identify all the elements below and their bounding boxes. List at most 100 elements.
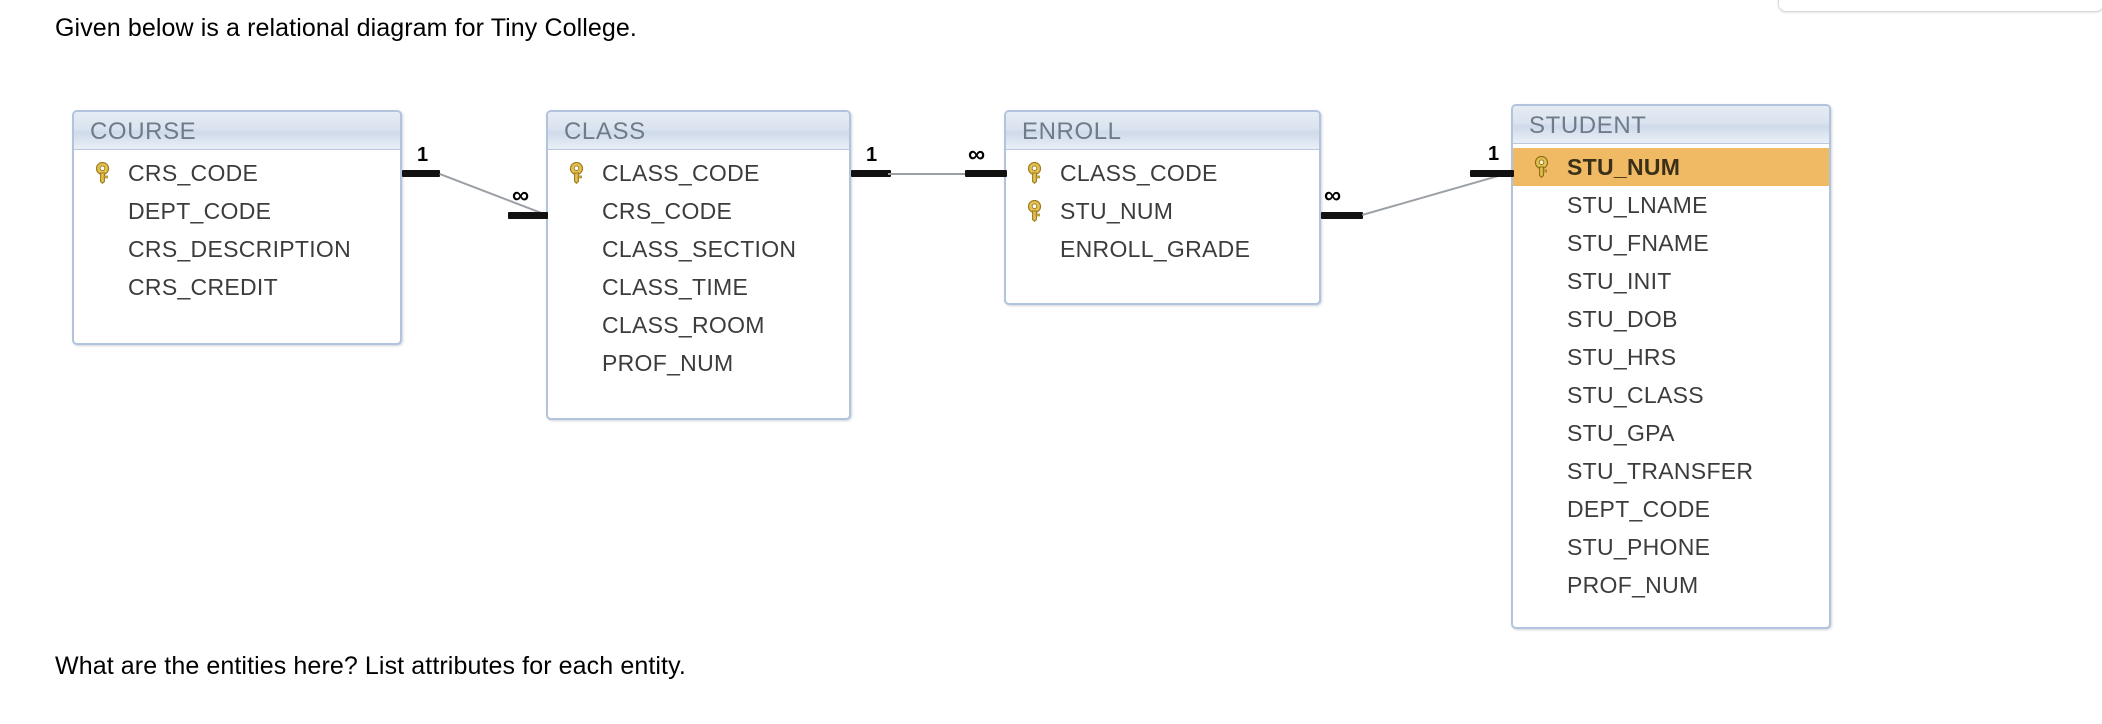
attribute-row[interactable]: STU_NUM <box>1006 192 1319 230</box>
no-key-spacer <box>1533 192 1567 218</box>
attribute-row-selected[interactable]: STU_NUM <box>1513 148 1829 186</box>
attribute-row[interactable]: STU_LNAME <box>1513 186 1829 224</box>
relationship-stub-student-one <box>1470 170 1514 177</box>
no-key-spacer <box>1533 344 1567 370</box>
no-key-spacer <box>1026 236 1060 262</box>
intro-text: Given below is a relational diagram for … <box>55 14 637 42</box>
primary-key-icon <box>568 160 602 186</box>
relationship-line-course-class[interactable] <box>439 173 545 216</box>
attribute-row[interactable]: STU_PHONE <box>1513 528 1829 566</box>
attribute-row[interactable]: STU_GPA <box>1513 414 1829 452</box>
attribute-label: CLASS_ROOM <box>602 311 765 338</box>
no-key-spacer <box>94 236 128 262</box>
attribute-label: CLASS_SECTION <box>602 235 797 262</box>
no-key-spacer <box>1533 382 1567 408</box>
attribute-label: STU_DOB <box>1567 305 1678 332</box>
relationship-stub-enroll-many <box>965 170 1007 177</box>
no-key-spacer <box>1533 534 1567 560</box>
cardinality-label-class-one: 1 <box>866 144 878 166</box>
attribute-label: STU_FNAME <box>1567 229 1709 256</box>
attribute-label: CRS_CREDIT <box>128 273 278 300</box>
entity-enroll-title: ENROLL <box>1006 112 1319 150</box>
attribute-row[interactable]: STU_TRANSFER <box>1513 452 1829 490</box>
no-key-spacer <box>568 350 602 376</box>
attribute-label: STU_PHONE <box>1567 533 1711 560</box>
relationship-line-class-enroll[interactable] <box>888 173 972 175</box>
attribute-row[interactable]: PROF_NUM <box>548 344 849 382</box>
primary-key-icon <box>1533 154 1567 180</box>
attribute-label: STU_NUM <box>1567 153 1681 180</box>
entity-class[interactable]: CLASS CLASS_CODE CRS_CODE <box>546 110 851 420</box>
attribute-label: STU_LNAME <box>1567 191 1708 218</box>
attribute-row[interactable]: CLASS_ROOM <box>548 306 849 344</box>
relationship-line-enroll-student[interactable] <box>1362 172 1509 216</box>
attribute-row[interactable]: CRS_CREDIT <box>74 268 400 306</box>
attribute-row[interactable]: CLASS_CODE <box>548 154 849 192</box>
no-key-spacer <box>568 312 602 338</box>
relationship-stub-class-one <box>851 170 891 177</box>
no-key-spacer <box>1533 420 1567 446</box>
no-key-spacer <box>1533 572 1567 598</box>
no-key-spacer <box>1533 306 1567 332</box>
entity-class-title: CLASS <box>548 112 849 150</box>
attribute-row[interactable]: CLASS_CODE <box>1006 154 1319 192</box>
no-key-spacer <box>568 236 602 262</box>
no-key-spacer <box>568 198 602 224</box>
relationship-stub-course <box>402 170 440 177</box>
attribute-label: STU_CLASS <box>1567 381 1704 408</box>
attribute-label: DEPT_CODE <box>1567 495 1711 522</box>
primary-key-icon <box>1026 198 1060 224</box>
entity-student-attributes: STU_NUM STU_LNAME STU_FNAME STU_INIT STU… <box>1513 144 1829 604</box>
attribute-row[interactable]: DEPT_CODE <box>74 192 400 230</box>
entity-student-title: STUDENT <box>1513 106 1829 144</box>
entity-course[interactable]: COURSE CRS_CODE DEPT_CODE <box>72 110 402 345</box>
entity-enroll[interactable]: ENROLL CLASS_CODE <box>1004 110 1321 305</box>
entity-student[interactable]: STUDENT STU_NUM STU_LNAME <box>1511 104 1831 629</box>
attribute-label: STU_INIT <box>1567 267 1672 294</box>
attribute-row[interactable]: DEPT_CODE <box>1513 490 1829 528</box>
attribute-label: CLASS_CODE <box>602 159 760 186</box>
attribute-label: PROF_NUM <box>1567 571 1699 598</box>
attribute-row[interactable]: ENROLL_GRADE <box>1006 230 1319 268</box>
attribute-row[interactable]: CLASS_SECTION <box>548 230 849 268</box>
attribute-row[interactable]: STU_CLASS <box>1513 376 1829 414</box>
attribute-row[interactable]: STU_HRS <box>1513 338 1829 376</box>
relationship-stub-class-many <box>508 212 548 219</box>
no-key-spacer <box>1533 230 1567 256</box>
attribute-label: DEPT_CODE <box>128 197 272 224</box>
attribute-row[interactable]: PROF_NUM <box>1513 566 1829 604</box>
attribute-label: CRS_CODE <box>602 197 733 224</box>
attribute-label: STU_TRANSFER <box>1567 457 1754 484</box>
attribute-row[interactable]: CRS_CODE <box>548 192 849 230</box>
no-key-spacer <box>1533 268 1567 294</box>
attribute-label: STU_HRS <box>1567 343 1677 370</box>
entity-course-attributes: CRS_CODE DEPT_CODE CRS_DESCRIPTION CRS_C… <box>74 150 400 306</box>
primary-key-icon <box>94 160 128 186</box>
attribute-label: STU_NUM <box>1060 197 1174 224</box>
attribute-row[interactable]: STU_INIT <box>1513 262 1829 300</box>
partial-toolbar-chrome <box>1778 0 2102 12</box>
relationship-stub-enroll-many2 <box>1321 212 1363 219</box>
attribute-label: ENROLL_GRADE <box>1060 235 1251 262</box>
outro-text: What are the entities here? List attribu… <box>55 652 686 680</box>
attribute-label: PROF_NUM <box>602 349 734 376</box>
attribute-row[interactable]: CLASS_TIME <box>548 268 849 306</box>
no-key-spacer <box>568 274 602 300</box>
entity-course-title: COURSE <box>74 112 400 150</box>
cardinality-label-enroll-many2: ∞ <box>1324 182 1341 209</box>
cardinality-label-class-many: ∞ <box>512 182 529 209</box>
cardinality-label-enroll-many: ∞ <box>968 141 985 168</box>
cardinality-label-student-one: 1 <box>1488 143 1500 165</box>
attribute-row[interactable]: CRS_CODE <box>74 154 400 192</box>
attribute-label: STU_GPA <box>1567 419 1675 446</box>
attribute-label: CRS_CODE <box>128 159 259 186</box>
attribute-row[interactable]: STU_FNAME <box>1513 224 1829 262</box>
attribute-label: CRS_DESCRIPTION <box>128 235 352 262</box>
no-key-spacer <box>94 198 128 224</box>
attribute-row[interactable]: CRS_DESCRIPTION <box>74 230 400 268</box>
attribute-row[interactable]: STU_DOB <box>1513 300 1829 338</box>
attribute-label: CLASS_CODE <box>1060 159 1218 186</box>
attribute-label: CLASS_TIME <box>602 273 749 300</box>
no-key-spacer <box>1533 496 1567 522</box>
